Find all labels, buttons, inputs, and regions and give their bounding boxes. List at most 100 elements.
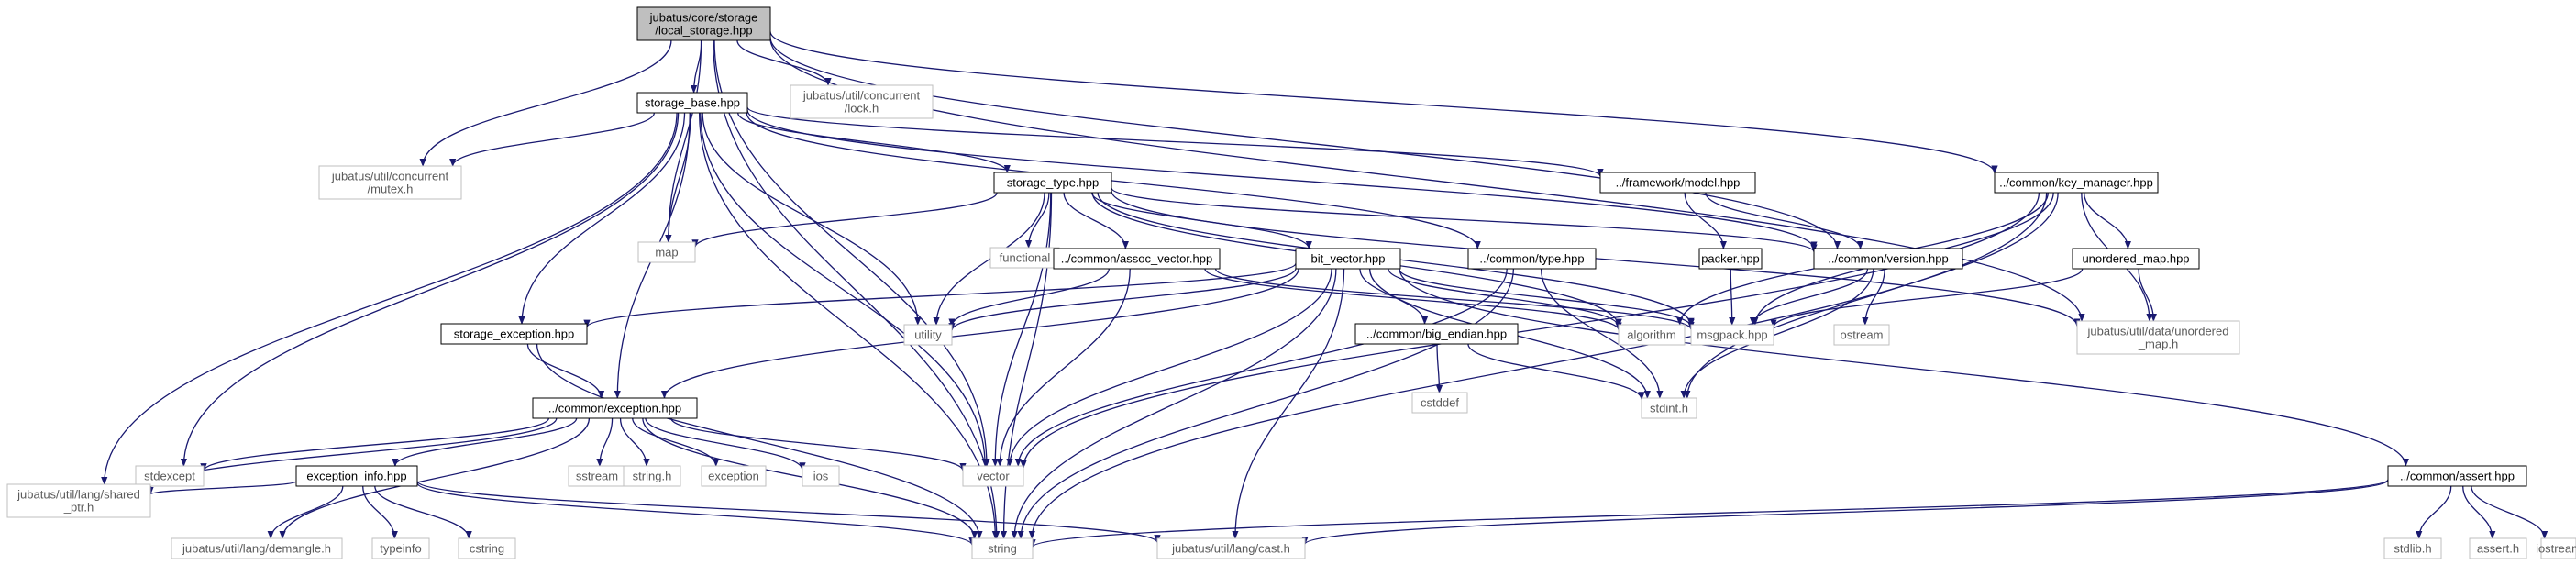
node-label: stdlib.h bbox=[2394, 542, 2431, 556]
node-label: ios bbox=[813, 470, 829, 483]
node-label: jubatus/util/lang/shared bbox=[17, 488, 140, 502]
node-box bbox=[637, 241, 696, 263]
edge-framework_model-to-common_version bbox=[1705, 192, 1864, 249]
node-label: jubatus/util/lang/cast.h bbox=[1171, 542, 1290, 556]
edge-bit_vector-to-string bbox=[1011, 268, 1337, 539]
node-storage-exception[interactable]: storage_exception.hpp bbox=[440, 323, 588, 345]
node-label: storage_type.hpp bbox=[1007, 176, 1099, 190]
edge-common_exception-to-sstream bbox=[596, 417, 614, 467]
node-box bbox=[701, 465, 767, 487]
node-box bbox=[903, 324, 953, 346]
edge-bit_vector-to-common_exception bbox=[660, 268, 1299, 399]
edge-bit_vector-to-vector bbox=[1006, 268, 1332, 467]
node-box bbox=[802, 465, 840, 487]
node-vector: vector bbox=[962, 465, 1024, 487]
edge-bit_vector-to-storage_exception bbox=[583, 262, 1297, 328]
node-cstddef: cstddef bbox=[1411, 392, 1468, 414]
node-common-version[interactable]: ../common/version.hpp bbox=[1813, 248, 1963, 270]
edge-common_assert-to-string bbox=[1029, 479, 2389, 548]
node-label: map bbox=[655, 246, 678, 260]
node-common-type[interactable]: ../common/type.hpp bbox=[1467, 248, 1597, 270]
node-label: unordered_map.hpp bbox=[2082, 252, 2189, 266]
node-bit-vector[interactable]: bit_vector.hpp bbox=[1295, 248, 1401, 270]
edge-exception_info-to-string bbox=[416, 482, 976, 547]
edge-storage_type-to-common_version bbox=[1111, 187, 1818, 253]
edge-bit_vector-to-common_assert bbox=[1399, 268, 2409, 467]
node-box bbox=[532, 397, 698, 419]
node-label: algorithm bbox=[1627, 328, 1675, 342]
node-label: utility bbox=[914, 328, 942, 342]
node-concurrent-mutex: jubatus/util/concurrent/mutex.h bbox=[318, 165, 462, 200]
node-label: ../common/assoc_vector.hpp bbox=[1061, 252, 1212, 266]
node-big-endian[interactable]: ../common/big_endian.hpp bbox=[1354, 323, 1519, 345]
node-label: vector bbox=[977, 470, 1010, 483]
edge-storage_base-to-vector bbox=[700, 112, 989, 467]
node-ostream: ostream bbox=[1833, 324, 1890, 346]
node-sstream: sstream bbox=[568, 465, 626, 487]
node-box bbox=[1599, 172, 1756, 194]
edge-local_storage-to-concurrent_lock bbox=[736, 39, 832, 86]
edge-storage_base-to-string bbox=[699, 112, 999, 539]
edge-storage_exception-to-common_exception bbox=[526, 343, 605, 399]
node-label: jubatus/util/lang/demangle.h bbox=[182, 542, 331, 556]
node-local-storage[interactable]: jubatus/core/storage/local_storage.hpp bbox=[636, 6, 771, 41]
edge-common_exception-to-string_h bbox=[619, 417, 650, 467]
node-box bbox=[623, 465, 681, 487]
node-label: storage_exception.hpp bbox=[454, 327, 575, 341]
node-box bbox=[2383, 537, 2442, 559]
node-box bbox=[1698, 248, 1763, 270]
edge-common_version-to-ostream bbox=[1862, 268, 1885, 326]
node-exception-info[interactable]: exception_info.hpp bbox=[295, 465, 418, 487]
edge-local_storage-to-map bbox=[665, 39, 702, 243]
node-packer[interactable]: packer.hpp bbox=[1698, 248, 1763, 270]
node-box bbox=[1833, 324, 1890, 346]
edge-unordered_map_hpp-to-msgpack bbox=[1770, 268, 2084, 328]
node-label: string bbox=[988, 542, 1017, 556]
node-assoc-vector[interactable]: ../common/assoc_vector.hpp bbox=[1053, 248, 1221, 270]
node-label: _ptr.h bbox=[63, 501, 94, 515]
node-label: /mutex.h bbox=[368, 183, 414, 196]
edge-big_endian-to-stdint bbox=[1467, 343, 1645, 401]
edge-common_exception-to-exception_info bbox=[392, 417, 578, 467]
node-box bbox=[2072, 248, 2200, 270]
edge-common_assert-to-lang_cast bbox=[1301, 479, 2389, 546]
edge-exception_info-to-lang_cast bbox=[416, 480, 1161, 544]
edge-storage_base-to-common_version bbox=[746, 109, 1818, 250]
edge-storage_base-to-stdexcept bbox=[180, 112, 680, 467]
node-algorithm: algorithm bbox=[1618, 324, 1686, 346]
node-framework-model[interactable]: ../framework/model.hpp bbox=[1599, 172, 1756, 194]
node-storage-type[interactable]: storage_type.hpp bbox=[993, 172, 1112, 194]
node-storage-base[interactable]: storage_base.hpp bbox=[636, 92, 748, 114]
edge-common_assert-to-assert_h bbox=[2462, 485, 2496, 539]
edge-storage_base-to-framework_model bbox=[746, 106, 1604, 178]
node-shared-ptr: jubatus/util/lang/shared_ptr.h bbox=[6, 483, 151, 518]
node-lang-cast: jubatus/util/lang/cast.h bbox=[1156, 537, 1306, 559]
edge-key_manager-to-string bbox=[1028, 192, 2048, 539]
edge-common_exception-to-demangle bbox=[279, 417, 591, 539]
node-data-unordered-map: jubatus/util/data/unordered_map.h bbox=[2076, 320, 2240, 355]
node-common-exception[interactable]: ../common/exception.hpp bbox=[532, 397, 698, 419]
node-box bbox=[1295, 248, 1401, 270]
edge-storage_base-to-utility bbox=[702, 112, 922, 326]
edge-local_storage-to-key_manager bbox=[769, 31, 1998, 174]
node-label: ../common/key_manager.hpp bbox=[1999, 176, 2153, 190]
edge-common_version-to-msgpack bbox=[1749, 268, 1869, 326]
node-box bbox=[171, 537, 343, 559]
node-stdlib: stdlib.h bbox=[2383, 537, 2442, 559]
node-label: functional bbox=[1000, 251, 1051, 265]
node-unordered-map-hpp[interactable]: unordered_map.hpp bbox=[2072, 248, 2200, 270]
node-box bbox=[1467, 248, 1597, 270]
node-label: jubatus/core/storage bbox=[649, 11, 758, 25]
node-label: ../common/type.hpp bbox=[1479, 252, 1584, 266]
node-common-assert[interactable]: ../common/assert.hpp bbox=[2387, 465, 2527, 487]
node-box bbox=[962, 465, 1024, 487]
node-label: iostream bbox=[2536, 542, 2576, 556]
edge-storage_base-to-concurrent_mutex bbox=[449, 112, 655, 167]
node-msgpack: msgpack.hpp bbox=[1690, 324, 1774, 346]
node-box bbox=[371, 537, 430, 559]
node-box bbox=[971, 537, 1034, 559]
node-demangle: jubatus/util/lang/demangle.h bbox=[171, 537, 343, 559]
node-key-manager[interactable]: ../common/key_manager.hpp bbox=[1994, 172, 2159, 194]
node-label: jubatus/util/concurrent bbox=[802, 89, 921, 103]
edge-storage_base-to-shared_ptr bbox=[101, 112, 678, 485]
